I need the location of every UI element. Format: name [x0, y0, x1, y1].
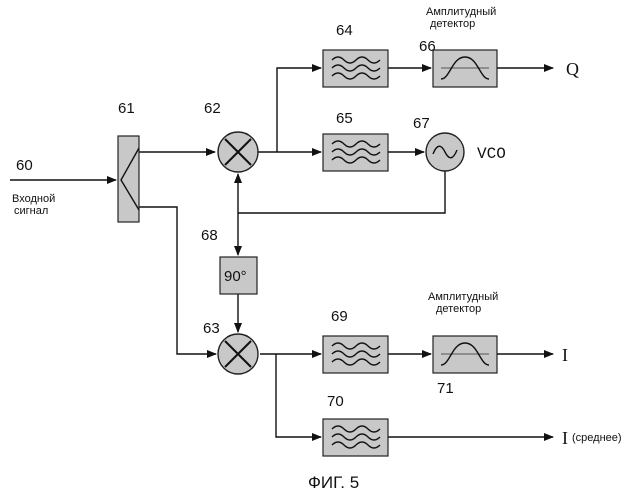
output-q-label: Q: [566, 59, 579, 79]
filter-70: [323, 419, 388, 456]
output-i-label: I: [562, 345, 568, 365]
label-60: 60: [16, 157, 33, 174]
wire-63-70: [276, 354, 321, 437]
label-70: 70: [327, 393, 344, 410]
detector-top-label-1: Амплитудный: [426, 6, 496, 18]
label-61: 61: [118, 100, 135, 117]
label-69: 69: [331, 308, 348, 325]
figure-caption: ФИГ. 5: [308, 473, 359, 492]
detector-top-label-2: детектор: [430, 18, 475, 30]
wire-62-64: [277, 68, 321, 152]
label-65: 65: [336, 110, 353, 127]
filter-64: [323, 50, 388, 87]
label-62: 62: [204, 100, 221, 117]
detector-66: [433, 50, 497, 87]
output-i-avg-label: I: [562, 428, 568, 448]
mixer-63: [218, 334, 258, 374]
input-signal-label-1: Входной: [12, 193, 55, 205]
label-68: 68: [201, 227, 218, 244]
label-66: 66: [419, 38, 436, 55]
label-71: 71: [437, 380, 454, 397]
vco-oscillator: [426, 133, 464, 171]
mixer-62: [218, 132, 258, 172]
vco-label: VCO: [477, 145, 506, 163]
label-67: 67: [413, 115, 430, 132]
label-63: 63: [203, 320, 220, 337]
detector-mid-label-1: Амплитудный: [428, 291, 498, 303]
input-signal-label-2: сигнал: [14, 205, 48, 217]
output-i-avg-note: (среднее): [572, 432, 622, 444]
detector-71: [433, 336, 497, 373]
splitter-block: [118, 136, 139, 222]
label-64: 64: [336, 22, 353, 39]
filter-69: [323, 336, 388, 373]
filter-65: [323, 134, 388, 171]
detector-mid-label-2: детектор: [436, 303, 481, 315]
phase-shift-label: 90°: [224, 268, 247, 285]
wire-vco-feedback: [238, 171, 445, 213]
